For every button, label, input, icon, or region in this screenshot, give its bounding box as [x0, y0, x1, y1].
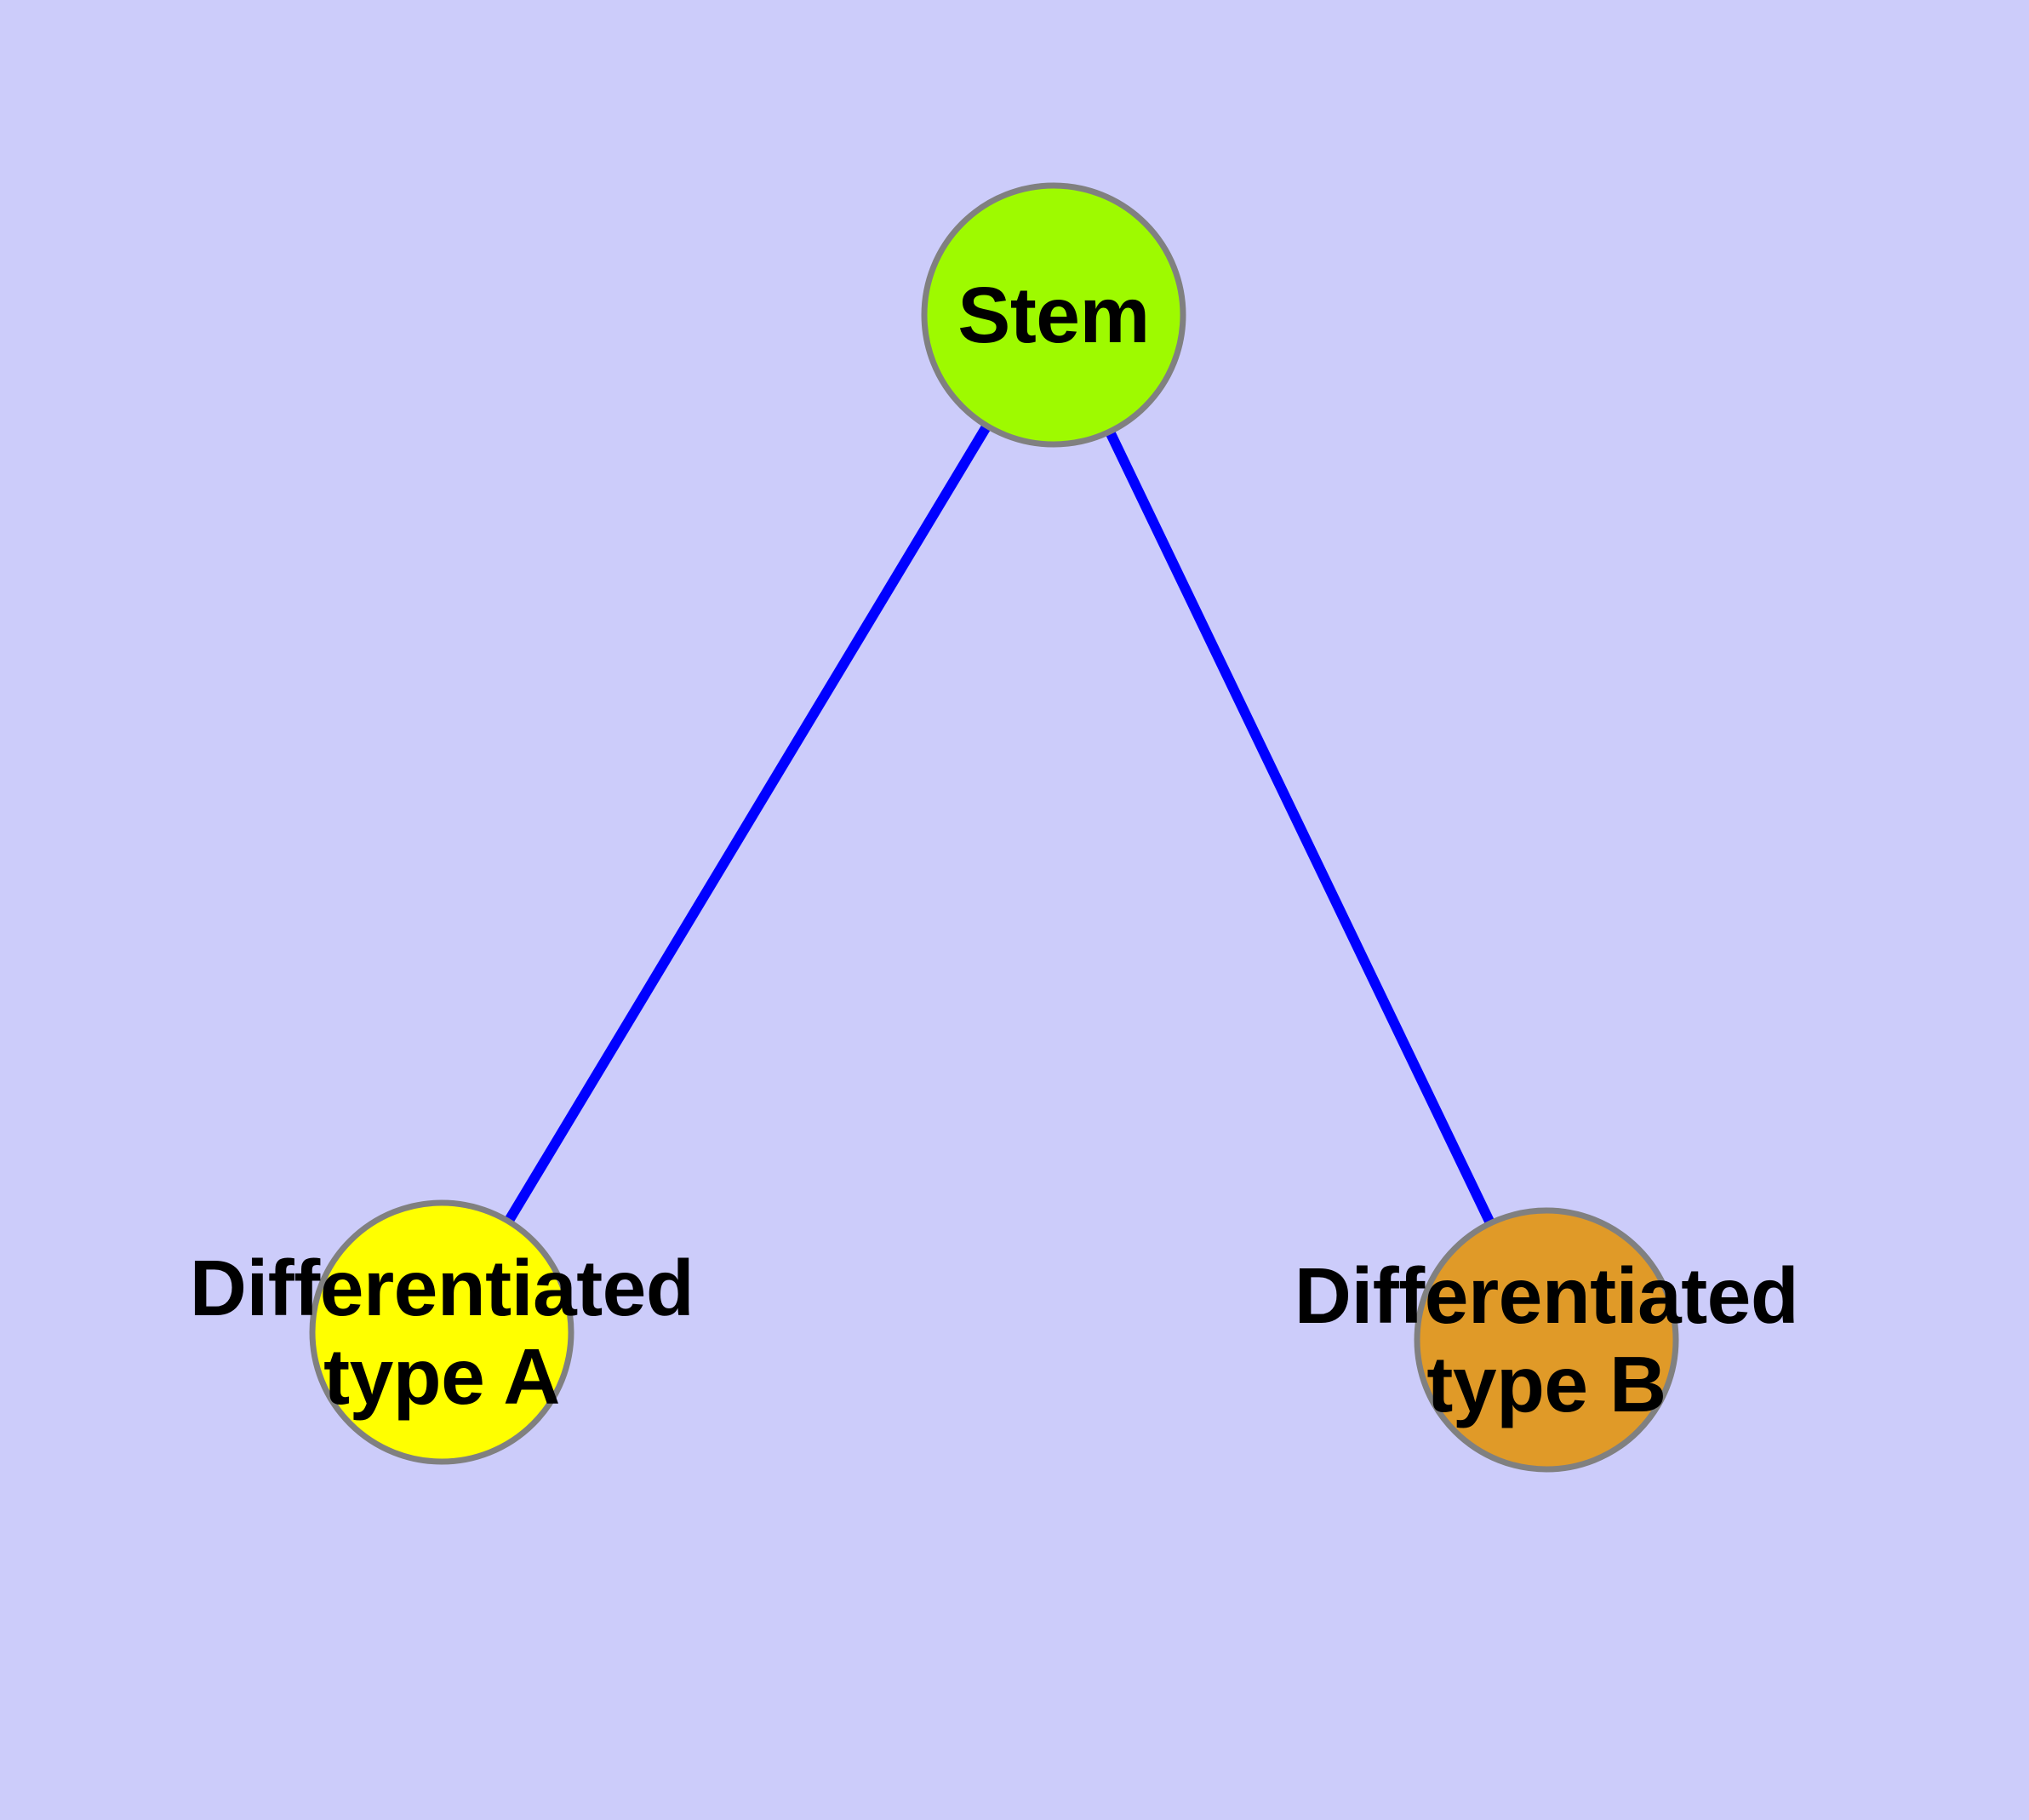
edge-layer — [437, 312, 1552, 1342]
graph-node-stem[interactable] — [921, 182, 1186, 448]
graph-node-diff_a[interactable] — [309, 1199, 574, 1465]
graph-edge — [437, 312, 1059, 1336]
graph-node-diff_b[interactable] — [1414, 1207, 1679, 1473]
node-layer — [309, 182, 1679, 1473]
graph-edge — [1049, 312, 1552, 1342]
